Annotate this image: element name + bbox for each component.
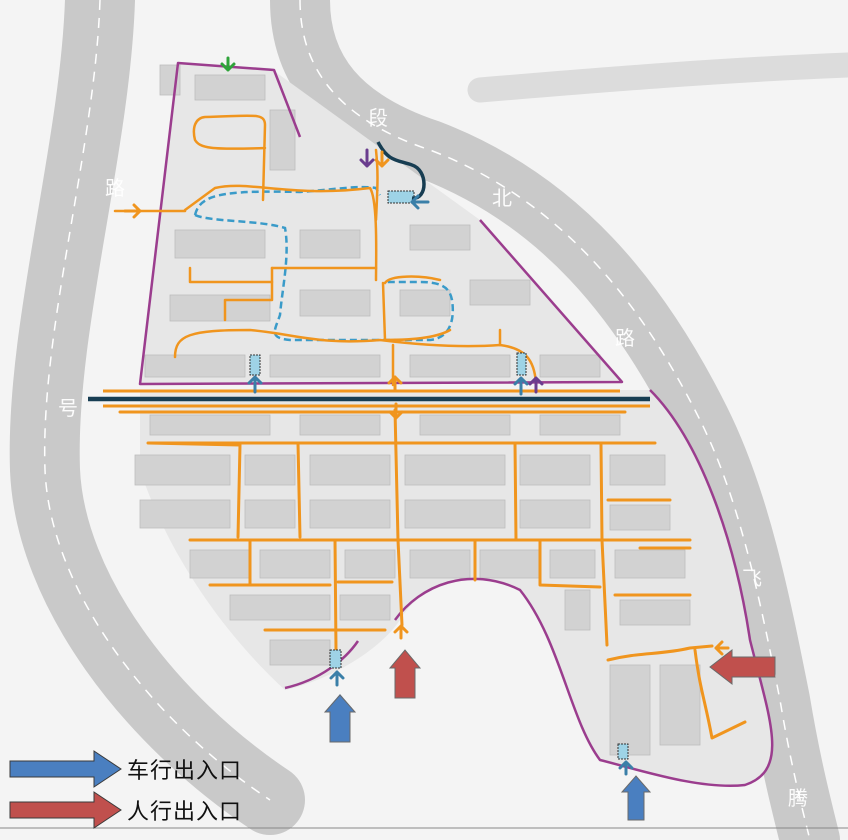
road-label-right-b: 飞	[742, 566, 762, 590]
purple-arrow-icon-top	[359, 148, 375, 168]
gate-box-north-2	[516, 352, 527, 376]
road-centerlines	[43, 0, 811, 840]
gate-box-garage	[387, 190, 415, 204]
pedestrian-entrance-arrow-icon-east	[709, 648, 776, 686]
pedestrian-entrance-arrow-icon-south	[388, 649, 422, 699]
orange-arrow-icon-left	[123, 203, 142, 219]
gate-boxes	[249, 190, 629, 760]
road-label-right-a: 路	[615, 326, 635, 350]
orange-arrow-icon-east	[714, 640, 730, 656]
road-label-left-a: 路	[105, 176, 125, 200]
vehicle-entrance-arrow-icon-southeast	[620, 775, 652, 821]
purple-arrow-icon-north	[528, 376, 544, 394]
road-top-right	[467, 52, 848, 103]
orange-arrow-icon-mid	[388, 402, 404, 420]
pedestrian-paths-south	[118, 408, 747, 740]
small-entrance-arrows	[123, 56, 730, 776]
site-boundary	[138, 61, 774, 787]
gate-box-south	[329, 649, 342, 669]
green-arrow-icon	[220, 56, 236, 72]
garage-ramp	[376, 141, 426, 200]
orange-arrow-icon-north	[387, 375, 403, 392]
vehicle-entrance-arrow-icon-south	[323, 694, 357, 743]
legend-vehicle-arrow-icon	[9, 750, 122, 788]
legend-pedestrian-arrow-icon	[9, 791, 122, 829]
blue-arrow-icon-south	[329, 670, 345, 687]
blue-arrow-icon-southeast	[618, 760, 634, 776]
legend-vehicle: 车行出入口	[8, 749, 242, 789]
boundary-south-block	[393, 389, 774, 787]
orange-arrow-icon-top	[374, 150, 390, 168]
road-labels: 路 号 段 北 路 飞 腾	[58, 106, 808, 810]
orange-arrow-icon-south	[393, 624, 409, 640]
blue-arrow-icon-garage	[410, 194, 430, 210]
blue-arrow-icon-north-2	[513, 376, 529, 396]
gate-box-southeast	[617, 743, 629, 760]
main-road	[88, 389, 650, 408]
legend-pedestrian: 人行出入口	[8, 790, 242, 830]
road-label-bottom-right: 腾	[788, 786, 808, 810]
building-blocks	[134, 64, 701, 756]
blue-arrow-icon-north-1	[247, 375, 263, 394]
fire-lane	[193, 185, 454, 342]
gate-box-north-1	[249, 354, 261, 376]
boundary-south-gap	[284, 640, 360, 690]
road-label-left-b: 号	[58, 396, 78, 420]
legend-vehicle-label: 车行出入口	[127, 759, 243, 784]
pedestrian-paths-north	[113, 114, 538, 387]
large-entrance-arrows	[323, 648, 776, 821]
legend-pedestrian-label: 人行出入口	[127, 800, 243, 825]
boundary-north-block	[138, 61, 624, 386]
road-label-top-a: 段	[368, 106, 388, 130]
road-label-top-b: 北	[492, 186, 512, 210]
